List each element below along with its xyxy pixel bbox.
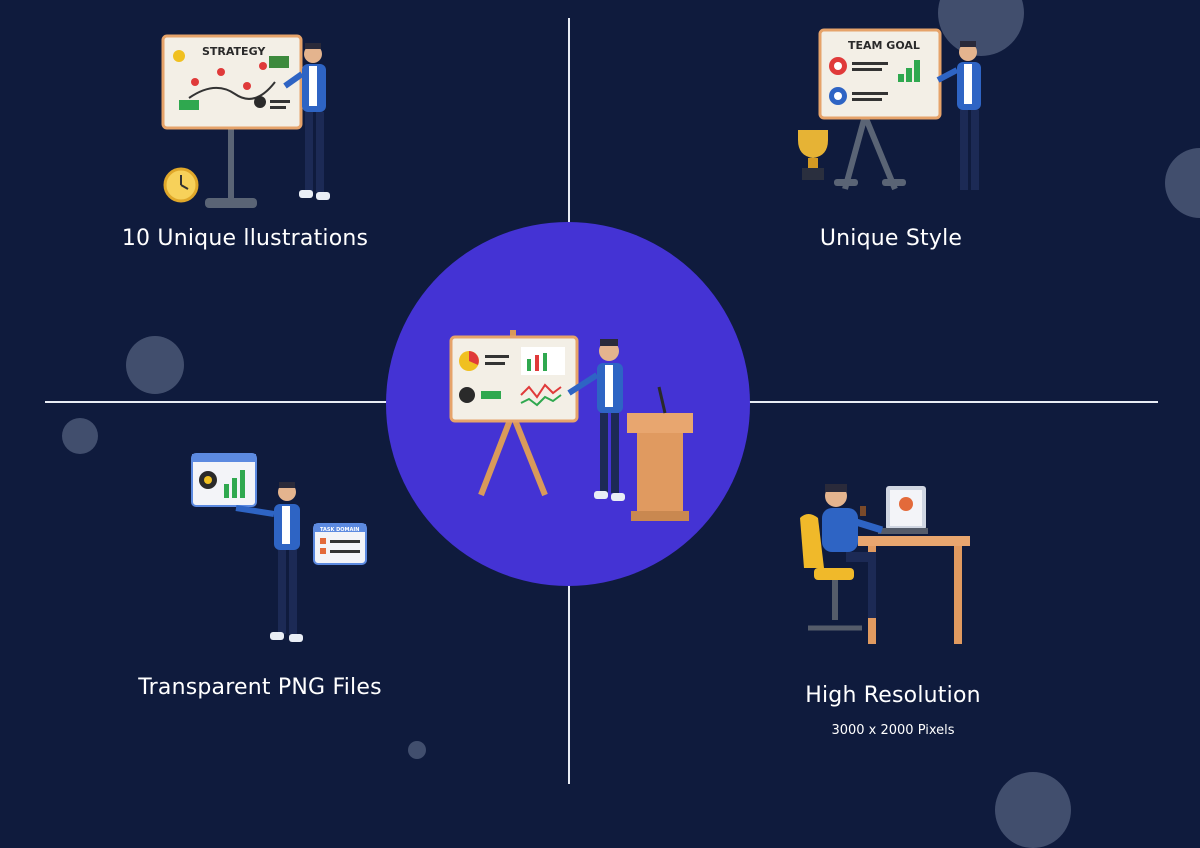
divider-top <box>568 18 570 226</box>
feature-caption-png: Transparent PNG Files <box>138 675 382 700</box>
strategy-presentation-illustration: STRATEGY <box>161 34 330 208</box>
presentation-podium-illustration <box>449 330 693 521</box>
team-goal-illustration: TEAM GOAL <box>798 28 981 191</box>
bubble-decoration <box>995 772 1071 848</box>
divider-bottom <box>568 584 570 784</box>
bubble-decoration <box>408 741 426 759</box>
team-goal-board-title: TEAM GOAL <box>848 39 920 52</box>
task-domain-illustration: TASK DOMAIN <box>191 453 367 642</box>
feature-caption-illustrations: 10 Unique llustrations <box>121 226 369 251</box>
bubble-decoration <box>1165 148 1200 218</box>
bubble-decoration <box>126 336 184 394</box>
office-desk-illustration <box>800 484 970 644</box>
strategy-board-title: STRATEGY <box>202 45 266 58</box>
divider-left <box>45 401 388 403</box>
bubble-decoration <box>62 418 98 454</box>
feature-caption-style: Unique Style <box>819 226 963 251</box>
divider-right <box>748 401 1158 403</box>
resolution-subcaption: 3000 x 2000 Pixels <box>831 723 955 738</box>
feature-caption-resolution: High Resolution <box>805 683 981 708</box>
task-domain-board-title: TASK DOMAIN <box>320 527 359 533</box>
